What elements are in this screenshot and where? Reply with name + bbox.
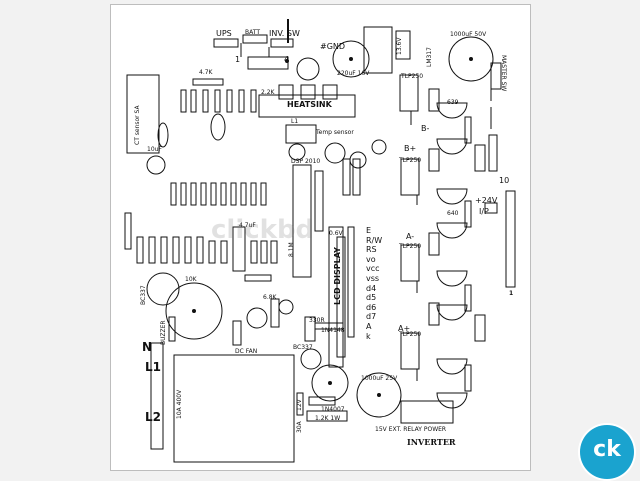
lcd-pin-vcc: vcc (366, 264, 380, 274)
label-1n4148: 1N4148 (321, 327, 345, 334)
label-a-plus: A+ (398, 324, 411, 333)
lcd-pin-d4: d4 (366, 283, 377, 293)
label-temp-sensor: Temp sensor (316, 129, 354, 136)
label-ct-sensor: CT sensor SA (134, 105, 141, 145)
lcd-pin-d6: d6 (366, 302, 377, 312)
lcd-pin-vo: vo (366, 254, 376, 264)
label-1n4007: 1N4007 (321, 406, 345, 413)
label-tlp250-1: TLP250 (401, 73, 424, 80)
label-4: 4 (284, 55, 290, 64)
label-30a: 30A (296, 421, 303, 433)
logo-circle (580, 425, 634, 479)
label-cap-4-7uf: 4.7uF (239, 222, 256, 229)
label-12v: 12V (296, 399, 303, 411)
label-b-minus: B- (421, 124, 430, 133)
lcd-pin-k: k (366, 331, 371, 341)
label-resistor-10k: 10K (185, 276, 197, 283)
label-l2: L2 (145, 410, 161, 424)
label-q639: 639 (447, 99, 459, 106)
label-inv-sw: INV. SW (269, 29, 300, 38)
label-ups: UPS (216, 29, 232, 38)
label-resistor-4-7k: 4.7K (199, 69, 213, 76)
label-tlp250-4: TLP250 (399, 331, 422, 338)
label-lm317: LM317 (426, 47, 433, 67)
label-13-6v: 13.6V (396, 37, 403, 55)
label-resistor-1-2k: 1.2K 1W (315, 415, 341, 422)
label-n: N (142, 340, 153, 354)
logo-text: ck (593, 437, 621, 462)
label-a-minus: A- (406, 232, 415, 241)
label-bc337-1: BC337 (293, 344, 313, 351)
clickbd-logo: ck (578, 423, 636, 481)
label-cap-1000uf-50v: 1000uF 50V (450, 31, 487, 38)
label-resistor-2-2k: 2.2K (261, 89, 275, 96)
label-l1: L1 (145, 360, 161, 374)
label-l1-small: L1 (291, 118, 299, 125)
label-dsp-2010: DSP 2010 (291, 158, 321, 165)
label-resistor-330r: 330R (309, 317, 325, 324)
lcd-pin-list: E R/W RS vo vcc vss d4 d5 d6 d7 A k (366, 226, 383, 342)
label-tlp250-2: TLP250 (399, 157, 422, 164)
label-batt: BATT (245, 29, 260, 36)
label-cap-1000uf-25v: 1000uF 25V (361, 375, 398, 382)
label-resistor-6-8k: 6.8K (263, 294, 277, 301)
label-1-top: 1 (235, 55, 241, 64)
label-input: I/P (479, 207, 489, 216)
label-tlp250-3: TLP250 (399, 243, 422, 250)
label-0-6v: 0.6V (329, 230, 343, 237)
label-inverter: INVERTER (407, 437, 456, 447)
label-q640: 640 (447, 210, 459, 217)
label-cap-10uf: 10uF (147, 146, 162, 153)
lcd-pin-d7: d7 (366, 312, 377, 322)
label-cap-220uf: 220uF 16V (337, 70, 370, 77)
lcd-pin-rw: R/W (366, 235, 383, 245)
label-dc-fan: DC FAN (235, 348, 258, 355)
watermark-text: clickbd (211, 215, 315, 245)
label-10a-400v: 10A 400V (176, 389, 183, 419)
label-1-right: 1 (509, 290, 514, 297)
label-gnd: #GND (320, 42, 346, 51)
pcb-drawing (124, 19, 516, 463)
label-heatsink: HEATSINK (287, 100, 332, 109)
pcb-layout: UPS BATT INV. SW #GND 1000uF 50V 13.6V L… (110, 4, 531, 471)
label-relay-power: 15V EXT. RELAY POWER (375, 426, 447, 433)
lcd-pin-a: A (366, 321, 372, 331)
label-buzzer: BUZZER (160, 320, 167, 345)
label-b-plus: B+ (404, 144, 417, 153)
label-bc337-2: BC337 (140, 285, 147, 305)
lcd-pin-d5: d5 (366, 293, 377, 303)
label-lcd-display: LCD DISPLAY (333, 247, 342, 305)
lcd-pin-rs: RS (366, 245, 377, 255)
lcd-pin-vss: vss (366, 273, 380, 283)
label-10: 10 (499, 176, 510, 185)
lcd-pin-e: E (366, 226, 372, 235)
label-plus-24v: +24V (475, 196, 498, 205)
label-master-sw: MASTER SW (500, 55, 507, 92)
